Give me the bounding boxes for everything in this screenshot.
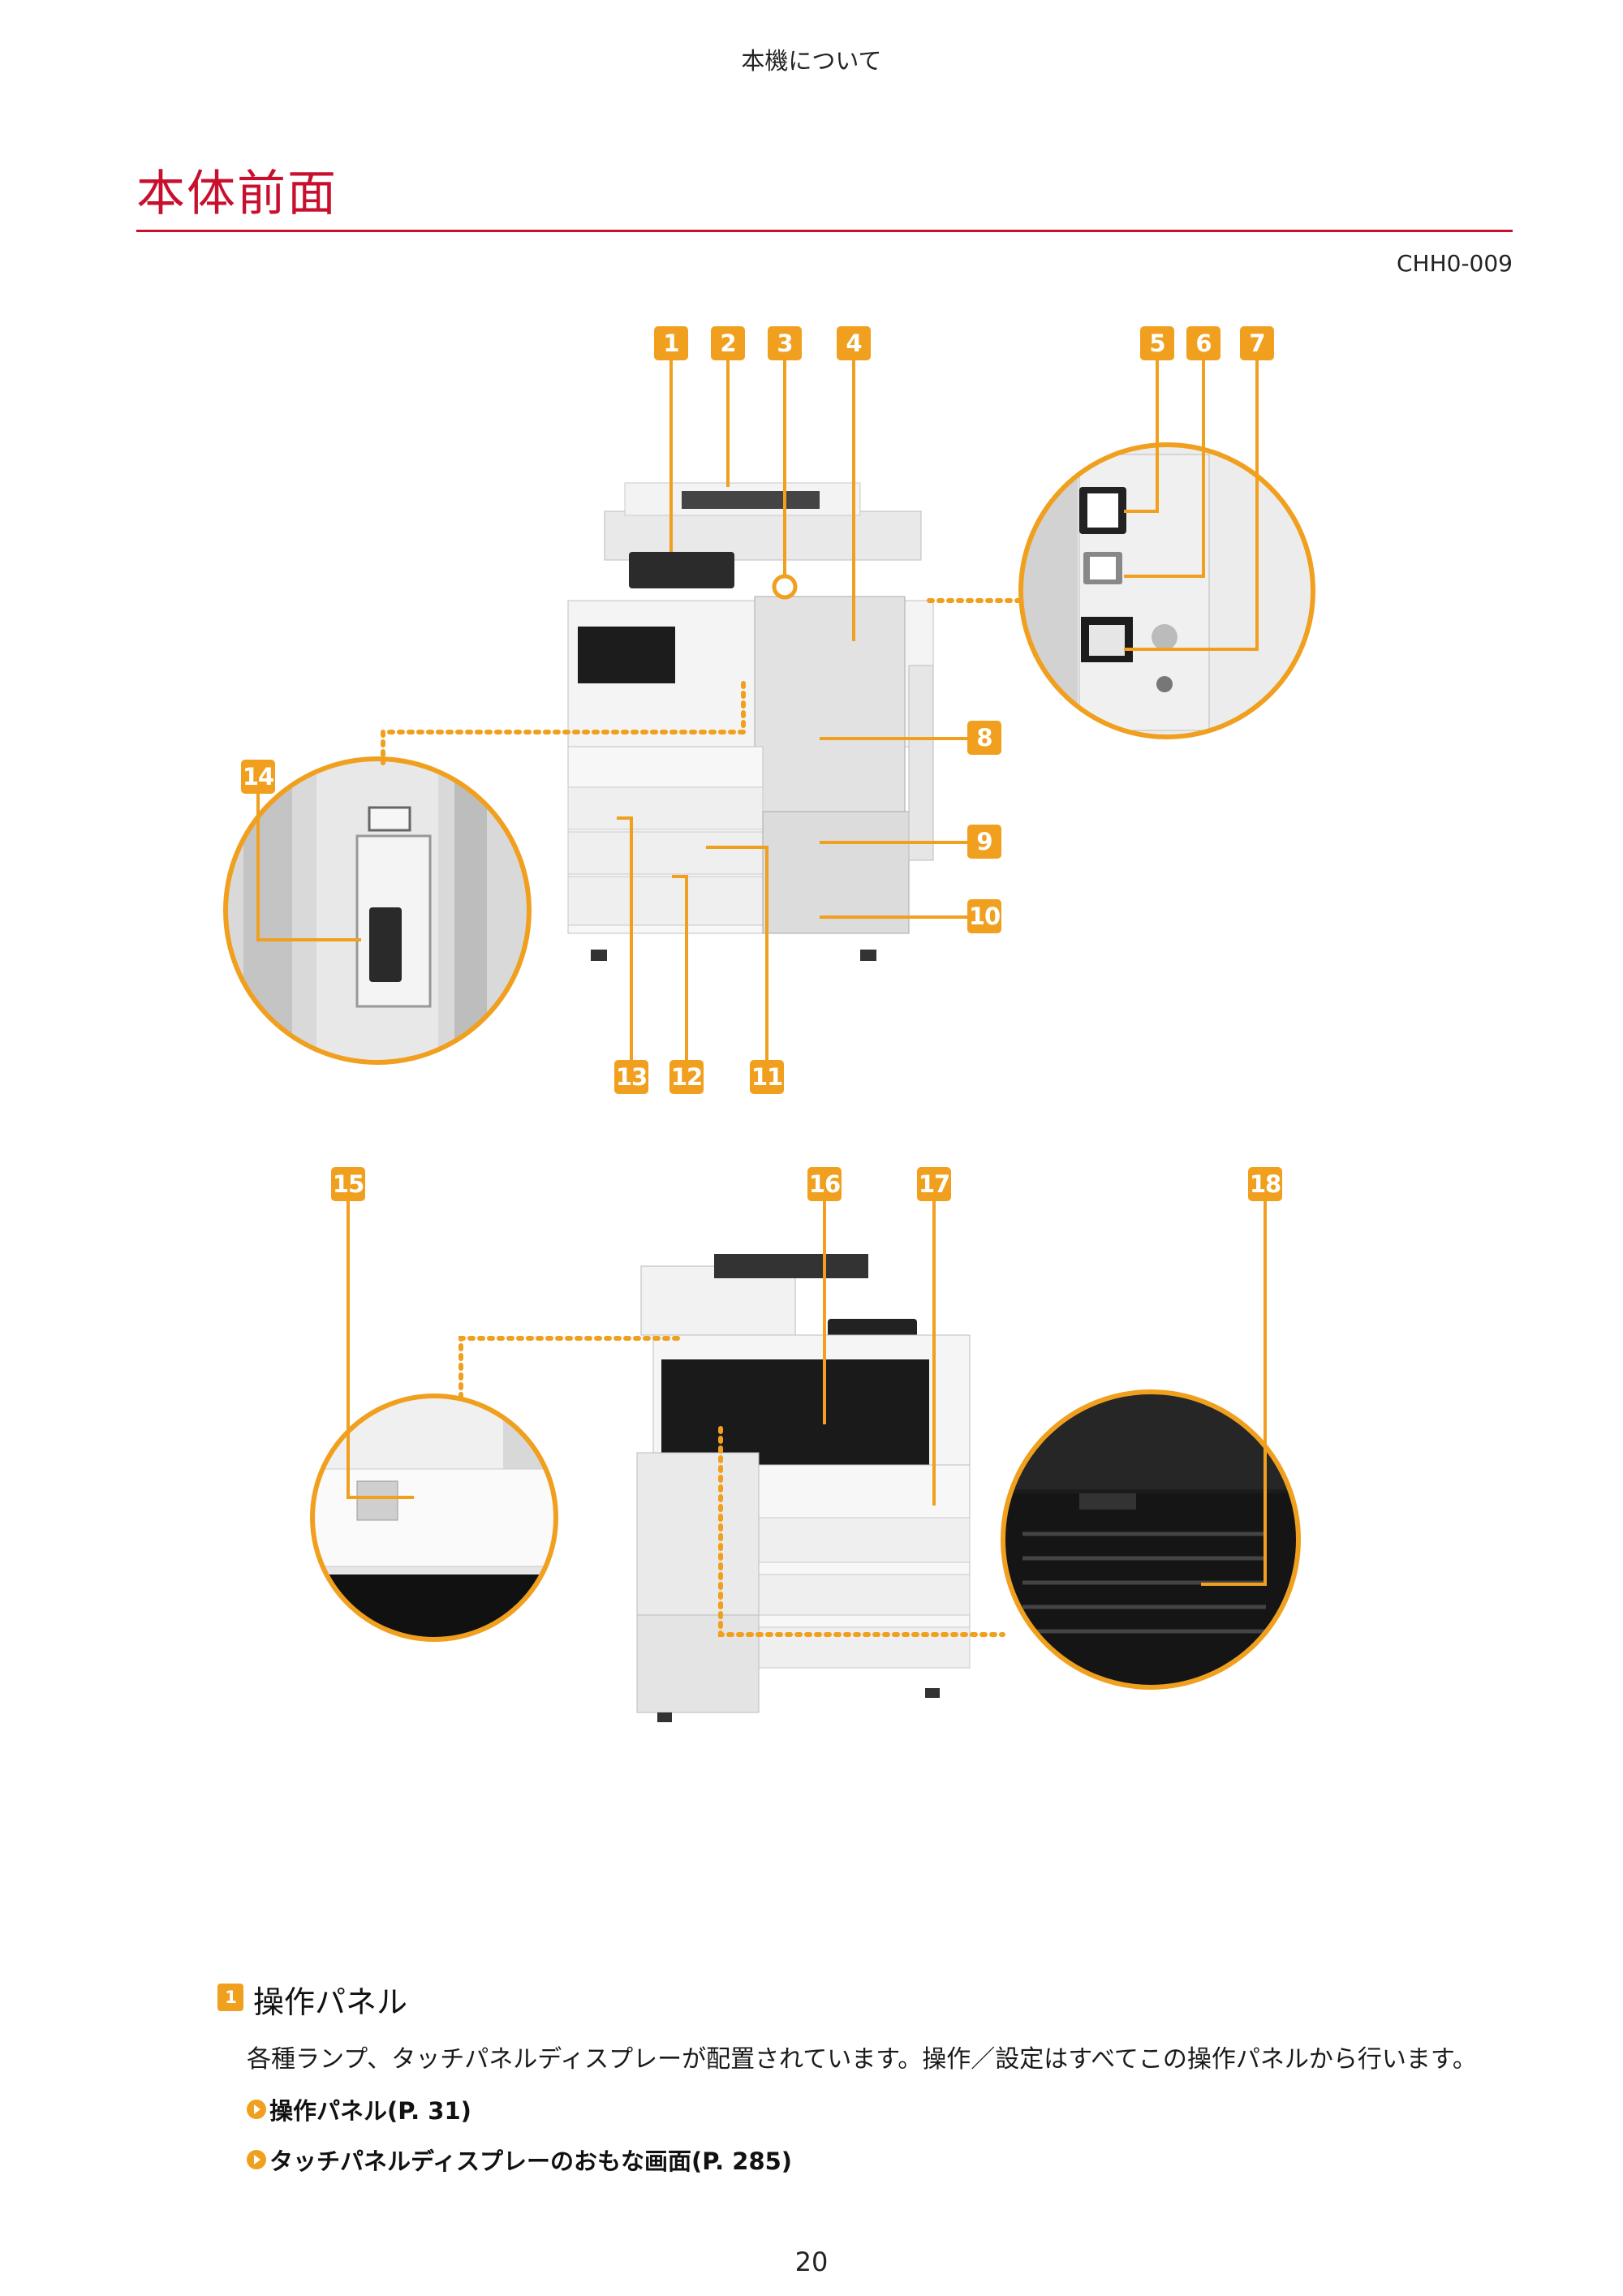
running-header: 本機について: [741, 47, 882, 75]
reference-link-label: タッチパネルディスプレーのおもな画面(P. 285): [269, 2147, 793, 2175]
printer-angled-body: [636, 1254, 971, 1722]
callout-11: 11: [750, 1060, 784, 1094]
reference-link-touch-panel-screens[interactable]: タッチパネルディスプレーのおもな画面(P. 285): [247, 2143, 792, 2177]
callout-18: 18: [1248, 1167, 1282, 1201]
arrow-icon: [247, 2100, 266, 2119]
zoom-connectors: [381, 598, 1022, 765]
zoom-connectors-2: [458, 1336, 1005, 1637]
callout-2: 2: [711, 326, 745, 360]
item-number-badge: 1: [217, 1984, 243, 2011]
callout-leaders: [256, 347, 1259, 1060]
callout-10: 10: [967, 899, 1001, 933]
callout-3: 3: [768, 326, 802, 360]
callout-4: 4: [837, 326, 871, 360]
page-number: 20: [794, 2246, 829, 2277]
side-view-illustration: [310, 1201, 1301, 1722]
callout-1: 1: [654, 326, 688, 360]
callout-7: 7: [1240, 326, 1274, 360]
callout-14: 14: [241, 760, 275, 794]
callout-leaders-2: [347, 1201, 1267, 1586]
callout-9: 9: [967, 825, 1001, 859]
side-view-figure: 15 16 17 18: [0, 1152, 1623, 1802]
page-title: 本体前面: [136, 166, 338, 222]
callout-15: 15: [331, 1167, 365, 1201]
usb-ports-zoom: [1018, 442, 1315, 739]
reference-link-label: 操作パネル(P. 31): [269, 2097, 471, 2125]
handle-zoom: [310, 1394, 558, 1642]
front-view-illustration: [223, 347, 1315, 1065]
callout-6: 6: [1186, 326, 1220, 360]
document-id: CHH0-009: [1396, 250, 1513, 277]
callout-8: 8: [967, 721, 1001, 755]
callout-12: 12: [669, 1060, 704, 1094]
arrow-icon: [247, 2150, 266, 2169]
item-description: 各種ランプ、タッチパネルディスプレーが配置されています。操作／設定はすべてこの操…: [247, 2045, 1477, 2074]
front-view-figure: 1 2 3 4 5 6 7 8 9 10 11 12 13 14: [0, 308, 1623, 1094]
callout-17: 17: [917, 1167, 951, 1201]
printer-front-body: [567, 482, 934, 961]
callout-16: 16: [807, 1167, 842, 1201]
callout-13: 13: [614, 1060, 648, 1094]
vent-zoom: [1001, 1389, 1301, 1690]
item-title: 操作パネル: [253, 1984, 408, 2020]
reference-link-control-panel[interactable]: 操作パネル(P. 31): [247, 2092, 471, 2126]
title-rule: [136, 230, 1513, 232]
power-switch-zoom: [223, 756, 532, 1065]
callout-5: 5: [1140, 326, 1174, 360]
